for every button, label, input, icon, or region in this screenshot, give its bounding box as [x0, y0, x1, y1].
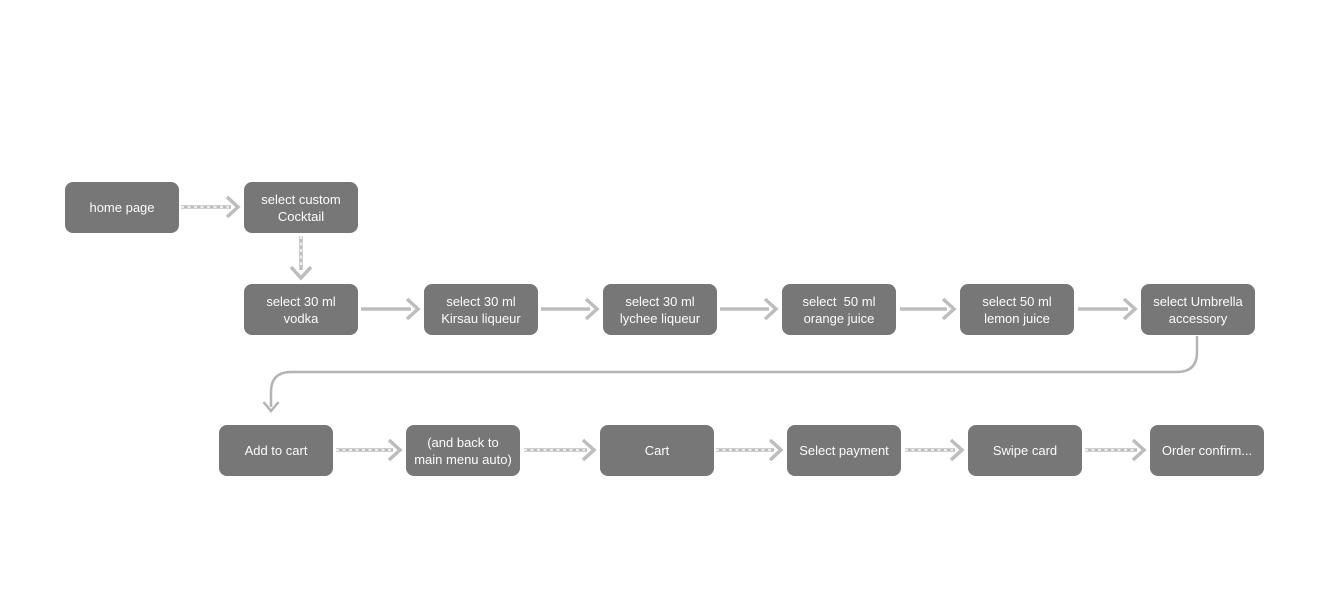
edge-select-lemon-juice-to-select-umbrella-accessory: [1078, 297, 1138, 321]
node-select-orange-juice[interactable]: select 50 ml orange juice: [782, 284, 896, 335]
node-add-to-cart[interactable]: Add to cart: [219, 425, 333, 476]
edge-add-to-cart-to-back-to-main-menu: [336, 438, 403, 462]
edge-select-umbrella-accessory-to-add-to-cart: [262, 336, 1199, 413]
node-select-vodka[interactable]: select 30 ml vodka: [244, 284, 358, 335]
edge-select-orange-juice-to-select-lemon-juice: [900, 297, 957, 321]
node-select-payment[interactable]: Select payment: [787, 425, 901, 476]
node-select-umbrella-accessory[interactable]: select Umbrella accessory: [1141, 284, 1255, 335]
edge-swipe-card-to-order-confirm: [1085, 438, 1147, 462]
edge-cart-to-select-payment: [716, 438, 784, 462]
edge-select-kirsau-liqueur-to-select-lychee-liqueur: [541, 297, 600, 321]
edge-select-vodka-to-select-kirsau-liqueur: [361, 297, 421, 321]
node-home-page[interactable]: home page: [65, 182, 179, 233]
edge-back-to-main-menu-to-cart: [524, 438, 597, 462]
node-swipe-card[interactable]: Swipe card: [968, 425, 1082, 476]
node-select-custom-cocktail[interactable]: select custom Cocktail: [244, 182, 358, 233]
node-select-lychee-liqueur[interactable]: select 30 ml lychee liqueur: [603, 284, 717, 335]
node-order-confirm[interactable]: Order confirm...: [1150, 425, 1264, 476]
edge-select-lychee-liqueur-to-select-orange-juice: [720, 297, 779, 321]
node-select-kirsau-liqueur[interactable]: select 30 ml Kirsau liqueur: [424, 284, 538, 335]
edge-select-custom-cocktail-to-select-vodka: [289, 236, 313, 281]
node-select-lemon-juice[interactable]: select 50 ml lemon juice: [960, 284, 1074, 335]
node-back-to-main-menu[interactable]: (and back to main menu auto): [406, 425, 520, 476]
edge-home-page-to-select-custom-cocktail: [181, 195, 241, 219]
node-cart[interactable]: Cart: [600, 425, 714, 476]
edge-select-payment-to-swipe-card: [905, 438, 965, 462]
